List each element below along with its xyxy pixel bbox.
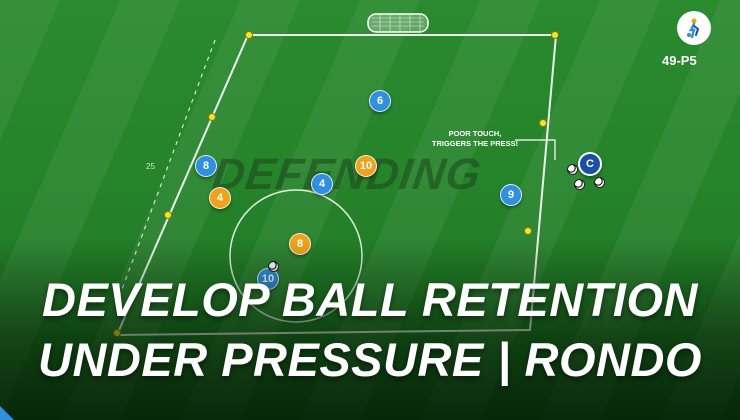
cone xyxy=(208,113,216,121)
cone xyxy=(164,211,172,219)
headline-line-1: DEVELOP BALL RETENTION xyxy=(42,273,698,326)
cone xyxy=(245,31,253,39)
cone xyxy=(524,227,532,235)
cone xyxy=(551,31,559,39)
corner-accent xyxy=(0,406,14,420)
ball xyxy=(567,164,578,175)
coach-marker: C xyxy=(578,152,602,176)
title-backdrop xyxy=(0,240,740,420)
annotation-line-2: TRIGGERS THE PRESS! xyxy=(431,139,519,148)
player-figure-icon xyxy=(687,18,700,39)
ball xyxy=(574,179,585,190)
player-blue: 4 xyxy=(311,173,333,195)
annotation-line-1: POOR TOUCH, xyxy=(448,129,502,138)
section-watermark: DEFENDING xyxy=(209,150,485,199)
cone xyxy=(539,119,547,127)
player-orange: 4 xyxy=(209,187,231,209)
ball xyxy=(594,177,605,188)
drill-code: 49-P5 xyxy=(662,53,697,68)
coaching-annotation: POOR TOUCH, TRIGGERS THE PRESS! xyxy=(420,129,530,149)
brand-logo xyxy=(677,11,711,45)
player-blue: 9 xyxy=(500,184,522,206)
player-orange: 10 xyxy=(355,155,377,177)
headline-line-2: UNDER PRESSURE | RONDO xyxy=(38,333,702,386)
player-blue: 8 xyxy=(195,155,217,177)
goal xyxy=(367,13,429,33)
distance-label: 25 xyxy=(146,162,155,171)
player-blue: 6 xyxy=(369,90,391,112)
